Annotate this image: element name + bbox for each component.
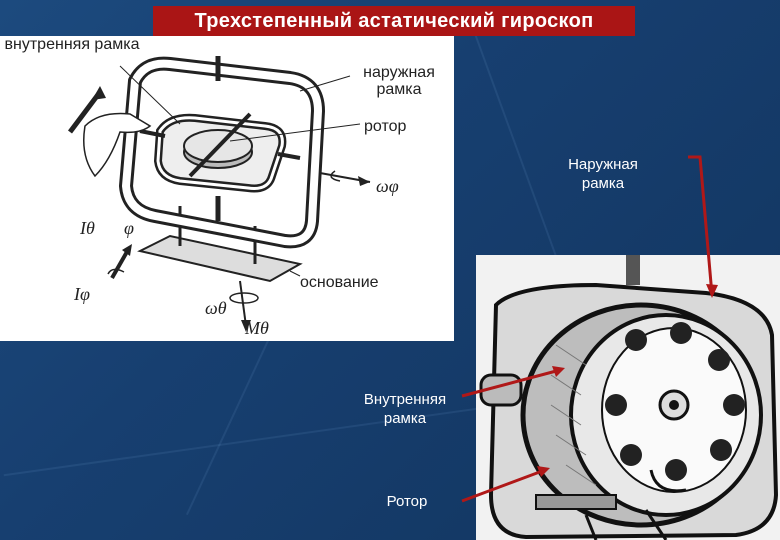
callout-outer-frame: Наружная рамка: [548, 155, 658, 193]
symbol-M-theta: Mθ: [245, 318, 269, 338]
callout-rotor-text: Ротор: [386, 493, 428, 510]
label-base: основание: [300, 274, 379, 291]
symbol-I-phi: Iφ: [74, 284, 90, 304]
callout-inner-frame: Внутренняя рамка: [350, 390, 460, 428]
gyroscope-photo: [476, 255, 780, 540]
symbol-omega-theta: ωθ: [205, 298, 227, 318]
gyroscope-photo-drawing: [476, 255, 780, 540]
gyroscope-diagram: внутренняя рамка наружная рамка ротор ос…: [0, 36, 454, 341]
callout-rotor: Ротор: [362, 492, 452, 511]
label-inner-frame: внутренняя рамка: [2, 36, 142, 53]
symbol-omega-phi: ωφ: [376, 176, 399, 196]
callout-outer-frame-text: Наружная рамка: [568, 156, 638, 192]
symbol-I-theta: Iθ: [80, 218, 95, 238]
gyroscope-drawing: [68, 56, 371, 332]
callout-inner-frame-text: Внутренняя рамка: [363, 391, 447, 427]
symbol-phi: φ: [124, 218, 134, 238]
label-rotor: ротор: [364, 118, 407, 135]
label-inner-frame-text: внутренняя рамка: [4, 36, 140, 53]
label-outer-frame: наружная рамка: [344, 64, 454, 98]
slide-title: Трехстепенный астатический гироскоп: [153, 6, 635, 36]
label-outer-frame-text: наружная рамка: [363, 64, 435, 98]
